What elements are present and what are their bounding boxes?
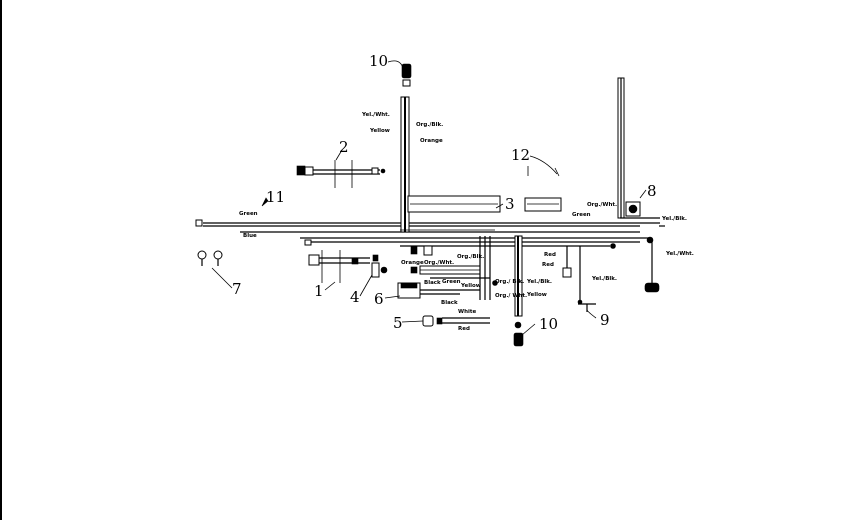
callout-12: 12 [511, 146, 530, 164]
callout-1: 1 [314, 282, 324, 300]
label-org-blk-mid: Org./Blk. [457, 254, 484, 260]
callout-10-bottom: 10 [539, 315, 558, 333]
label-yel-wht-right: Yel./Wht. [665, 251, 694, 257]
part-11-marker [261, 197, 269, 207]
lower-vertical-harness [513, 235, 524, 347]
middle-connector-cluster [407, 195, 562, 300]
main-harness [195, 219, 660, 249]
label-green-left: Green [239, 211, 258, 217]
callout-5: 5 [393, 314, 403, 332]
callout-7: 7 [232, 280, 242, 298]
part-2-assembly [296, 160, 386, 188]
label-orange-top: Orange [420, 138, 443, 144]
label-red-lower: Red [542, 262, 554, 268]
part-8-switch [620, 201, 660, 219]
label-yel-blk-lower: Yel./Blk. [526, 279, 552, 285]
part-7-terminals [197, 250, 223, 266]
wire-labels: Yel./Wht. Org./Blk. Yellow Orange Green … [239, 112, 694, 332]
label-red-bottom: Red [458, 326, 470, 332]
label-orange-mid: Orange [401, 260, 424, 266]
label-org-wht-mid: Org./Wht. [424, 260, 454, 266]
label-yellow-lower: Yellow [526, 292, 547, 298]
callout-9: 9 [600, 311, 610, 329]
right-drop-lead [644, 225, 665, 293]
callout-10-top: 10 [369, 52, 388, 70]
part-5-connector [422, 315, 490, 327]
label-white-lower: White [458, 309, 476, 315]
upper-vertical-harness [400, 63, 495, 233]
label-black-lower: Black [441, 300, 458, 306]
label-black-mid: Black [424, 280, 441, 286]
callout-8: 8 [647, 182, 657, 200]
label-yellow-mid: Yellow [460, 283, 481, 289]
part-1-assembly [308, 250, 370, 283]
callout-6: 6 [374, 290, 384, 308]
callout-4: 4 [350, 288, 360, 306]
part-4-component [371, 254, 388, 278]
label-red: Red [544, 252, 556, 258]
part-6-solenoid [397, 282, 480, 299]
callout-11: 11 [266, 188, 285, 206]
label-org-blk-lower: Org./ Blk. [495, 279, 524, 285]
label-green-mid: Green [442, 279, 461, 285]
page-left-border [0, 0, 2, 520]
label-blue-left: Blue [243, 233, 257, 239]
callout-leaders [211, 60, 647, 336]
right-vertical-rod [617, 77, 625, 219]
callout-2: 2 [339, 138, 349, 156]
label-green-right: Green [572, 212, 591, 218]
label-yel-blk-right: Yel./Blk. [661, 216, 687, 222]
label-org-wht-right: Org./Wht. [587, 202, 617, 208]
label-org-blk-top: Org./Blk. [416, 122, 443, 128]
callout-3: 3 [505, 195, 515, 213]
label-yellow-top: Yellow [369, 128, 390, 134]
label-yel-blk-mid: Yel./Blk. [591, 276, 617, 282]
part-12-marker [527, 166, 560, 177]
callout-numbers: 10 2 3 12 8 11 7 1 4 6 5 10 9 [232, 52, 657, 333]
lower-right-leads [562, 246, 583, 305]
label-yel-wht-top: Yel./Wht. [361, 112, 390, 118]
label-org-wht-lower: Org./ Wht. [495, 293, 527, 299]
part-9-component [578, 303, 596, 312]
